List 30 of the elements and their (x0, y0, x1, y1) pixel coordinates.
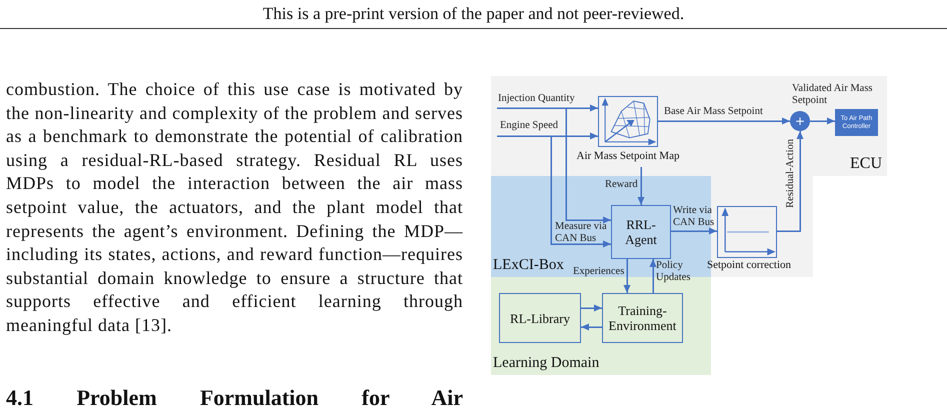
running-header: This is a pre-print version of the paper and not peer-reviewed. (262, 4, 686, 24)
region-title: ECU (850, 155, 882, 172)
edge-label: Reward (605, 179, 638, 191)
edge-label: Experiences (573, 266, 624, 278)
edge-label: Write via CAN Bus (673, 205, 716, 229)
process-box: Training-Environment (602, 293, 683, 343)
arrow (650, 259, 656, 293)
arrow (497, 107, 611, 224)
arrow (658, 118, 790, 124)
body-paragraph: combustion. The choice of this use case is motivated by the non-linearity and complexity of the problem and serves as a benchmark to demonstrate the potential of calibration using a residual-RL-based strategy. Residual RL uses MDPs to model the interaction between the air mass setpoint value, the actuators, and the plant model that represents the agent’s environment. Defining the MDP—including its states, actions, and reward function—requires substantial domain knowledge to ensure a structure that supports effective and efficient learning through meaningful data [13]. (6, 78, 463, 337)
process-box: RL-Library (499, 293, 581, 343)
edge-label: Validated Air Mass Setpoint (792, 83, 874, 107)
edge-label: Policy Updates (656, 260, 692, 284)
edge-label: Injection Quantity (498, 93, 575, 105)
arrow (638, 167, 644, 205)
edge-label: Measure via CAN Bus (555, 221, 608, 245)
section-heading: 4.1 Problem Formulation for Air (6, 386, 463, 410)
edge-label: Engine Speed (500, 120, 558, 132)
arrow (581, 324, 602, 330)
arrow (624, 259, 630, 293)
node-caption: Air Mass Setpoint Map (576, 150, 680, 163)
process-box: RRL-Agent (611, 205, 671, 259)
region-title: Learning Domain (493, 355, 600, 372)
edge-label: Residual-Action (785, 139, 797, 208)
edge-label: Base Air Mass Setpoint (664, 106, 763, 118)
arrow (777, 131, 804, 232)
arrow (581, 304, 602, 312)
region-title: LExCI-Box (493, 257, 564, 274)
arrow (810, 118, 835, 124)
arrow (671, 228, 717, 234)
